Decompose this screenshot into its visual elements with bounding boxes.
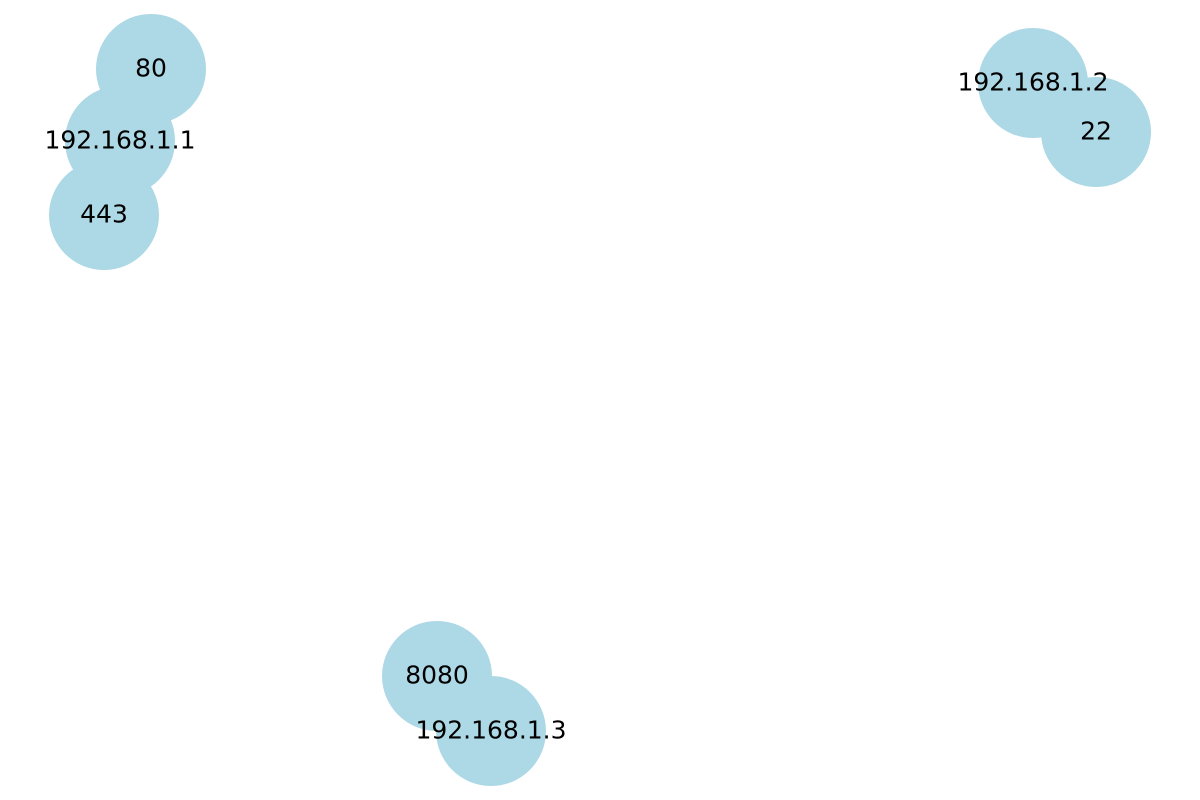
nodes-layer: 80 192.168.1.1 443 22 192.168.1.2 8080 1… xyxy=(44,14,1151,786)
edges-layer xyxy=(103,68,1097,732)
node-circle xyxy=(49,160,159,270)
node-port-22: 22 xyxy=(1041,77,1151,187)
node-label-ip-2: 192.168.1.2 xyxy=(957,68,1108,97)
node-circle xyxy=(1041,77,1151,187)
node-label: 443 xyxy=(80,200,128,229)
node-circle xyxy=(436,676,546,786)
node-label: 192.168.1.3 xyxy=(415,716,566,745)
node-label: 80 xyxy=(135,54,167,83)
node-ip-3: 192.168.1.3 xyxy=(415,676,567,786)
node-port-443: 443 xyxy=(49,160,159,270)
node-label: 8080 xyxy=(405,661,469,690)
node-label: 192.168.1.1 xyxy=(44,126,195,155)
node-label: 22 xyxy=(1080,117,1112,146)
